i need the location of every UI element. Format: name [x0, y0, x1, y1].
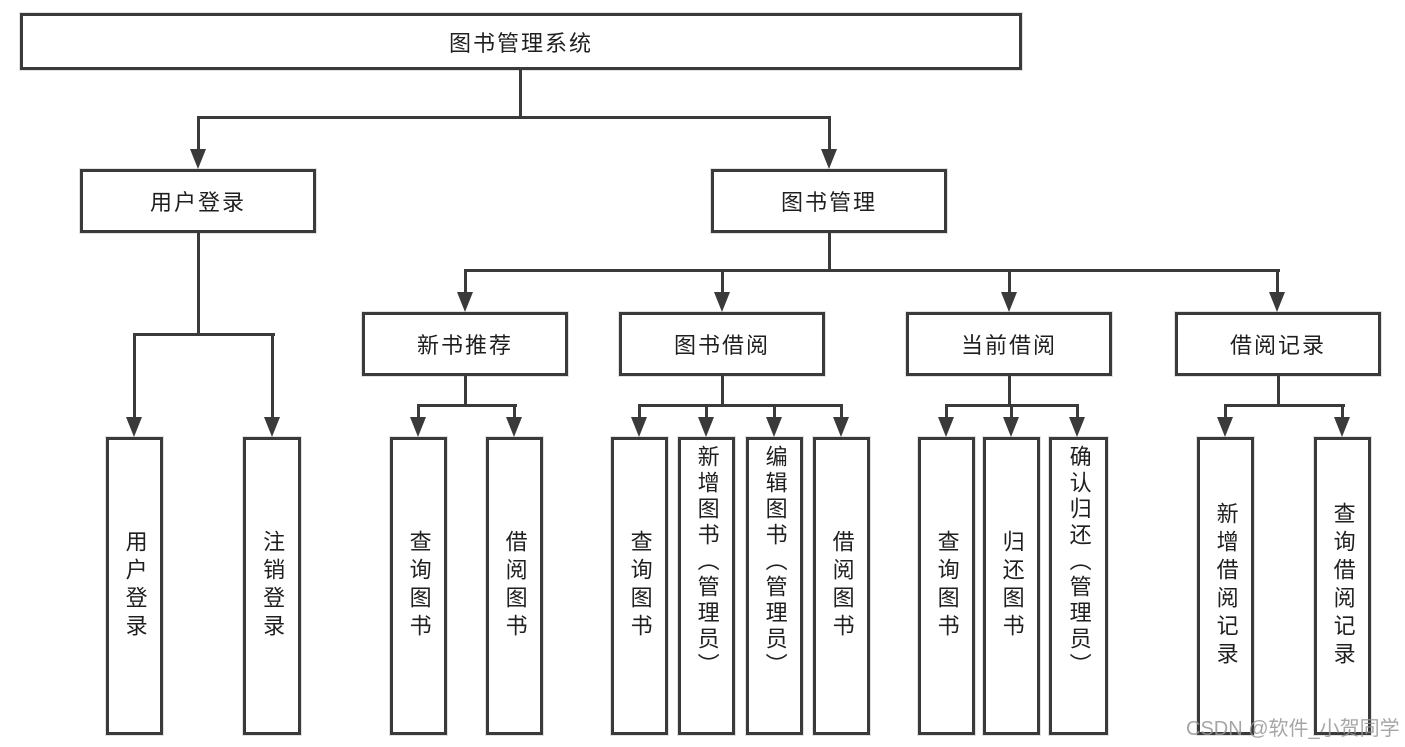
connector-vline	[721, 269, 724, 295]
connector-vline	[773, 404, 776, 419]
connector-vline	[417, 404, 420, 419]
connector-vline	[705, 404, 708, 419]
arrow-down-icon	[1001, 292, 1017, 312]
arrow-down-icon	[833, 417, 849, 437]
connector-vline	[464, 376, 467, 407]
leaf-cb-query-books: 查询图书	[918, 437, 975, 735]
node-label: 图书借阅	[673, 333, 770, 358]
leaf-label: 新增图书（管理员）	[694, 445, 720, 679]
connector-vline	[828, 233, 831, 272]
node-label: 借阅记录	[1229, 333, 1326, 358]
arrow-down-icon	[1334, 417, 1350, 437]
connector-vline	[1008, 269, 1011, 295]
arrow-down-icon	[264, 417, 280, 437]
connector-vline	[271, 333, 274, 419]
connector-vline	[1008, 376, 1011, 407]
connector-vline	[1277, 376, 1280, 407]
arrow-down-icon	[631, 417, 647, 437]
leaf-user-login: 用户登录	[106, 437, 163, 735]
arrow-down-icon	[766, 417, 782, 437]
node-label: 图书管理	[780, 190, 877, 215]
node-label: 用户登录	[149, 190, 246, 215]
leaf-label: 借阅图书	[502, 530, 528, 642]
node-library-management-system: 图书管理系统	[20, 13, 1022, 70]
arrow-down-icon	[126, 417, 142, 437]
arrow-down-icon	[1269, 292, 1285, 312]
leaf-label: 编辑图书（管理员）	[762, 445, 788, 679]
connector-vline	[840, 404, 843, 419]
arrow-down-icon	[506, 417, 522, 437]
leaf-logout-login: 注销登录	[243, 437, 301, 735]
connector-vline	[638, 404, 641, 419]
connector-hline	[638, 404, 843, 407]
leaf-label: 查询借阅记录	[1330, 502, 1356, 670]
connector-vline	[133, 333, 136, 419]
leaf-bb-add-books-admin: 新增图书（管理员）	[678, 437, 735, 735]
leaf-label: 借阅图书	[829, 530, 855, 642]
connector-vline	[1276, 269, 1279, 295]
arrow-down-icon	[410, 417, 426, 437]
leaf-label: 归还图书	[999, 530, 1025, 642]
connector-vline	[197, 233, 200, 335]
arrow-down-icon	[457, 292, 473, 312]
leaf-label: 用户登录	[122, 530, 148, 642]
connector-hline	[464, 269, 1280, 272]
connector-vline	[828, 116, 831, 151]
leaf-label: 新增借阅记录	[1213, 502, 1239, 670]
leaf-cb-confirm-return-admin: 确认归还（管理员）	[1049, 437, 1108, 735]
leaf-br-query-borrow-record: 查询借阅记录	[1314, 437, 1371, 735]
csdn-watermark: CSDN @软件_小贺同学	[1186, 718, 1400, 740]
connector-vline	[197, 116, 200, 151]
node-label: 当前借阅	[960, 333, 1057, 358]
connector-vline	[519, 70, 522, 118]
connector-hline	[197, 116, 831, 119]
connector-vline	[1224, 404, 1227, 419]
leaf-nbr-query-books: 查询图书	[390, 437, 447, 735]
connector-vline	[464, 269, 467, 295]
node-book-management: 图书管理	[711, 169, 947, 233]
node-borrowing-records: 借阅记录	[1175, 312, 1381, 376]
connector-vline	[721, 376, 724, 407]
leaf-bb-query-books: 查询图书	[611, 437, 668, 735]
leaf-label: 确认归还（管理员）	[1066, 445, 1092, 679]
connector-hline	[133, 333, 275, 336]
arrow-down-icon	[698, 417, 714, 437]
arrow-down-icon	[714, 292, 730, 312]
node-current-borrowing: 当前借阅	[906, 312, 1112, 376]
arrow-down-icon	[1003, 417, 1019, 437]
leaf-bb-borrow-books: 借阅图书	[813, 437, 870, 735]
leaf-label: 查询图书	[934, 530, 960, 642]
node-user-login: 用户登录	[80, 169, 316, 233]
arrow-down-icon	[938, 417, 954, 437]
leaf-label: 查询图书	[627, 530, 653, 642]
arrow-down-icon	[1069, 417, 1085, 437]
arrow-down-icon	[821, 149, 837, 169]
arrow-down-icon	[190, 149, 206, 169]
connector-vline	[945, 404, 948, 419]
connector-hline	[1224, 404, 1345, 407]
connector-vline	[513, 404, 516, 419]
node-new-book-recommendation: 新书推荐	[362, 312, 568, 376]
leaf-label: 查询图书	[406, 530, 432, 642]
leaf-cb-return-books: 归还图书	[983, 437, 1040, 735]
connector-vline	[1341, 404, 1344, 419]
node-label: 新书推荐	[416, 333, 513, 358]
node-book-borrowing: 图书借阅	[619, 312, 825, 376]
leaf-br-add-borrow-record: 新增借阅记录	[1197, 437, 1254, 735]
connector-hline	[417, 404, 517, 407]
arrow-down-icon	[1217, 417, 1233, 437]
node-label: 图书管理系统	[448, 30, 593, 56]
leaf-bb-edit-books-admin: 编辑图书（管理员）	[746, 437, 803, 735]
connector-vline	[1010, 404, 1013, 419]
leaf-nbr-borrow-books: 借阅图书	[486, 437, 543, 735]
connector-vline	[1076, 404, 1079, 419]
leaf-label: 注销登录	[260, 530, 286, 642]
